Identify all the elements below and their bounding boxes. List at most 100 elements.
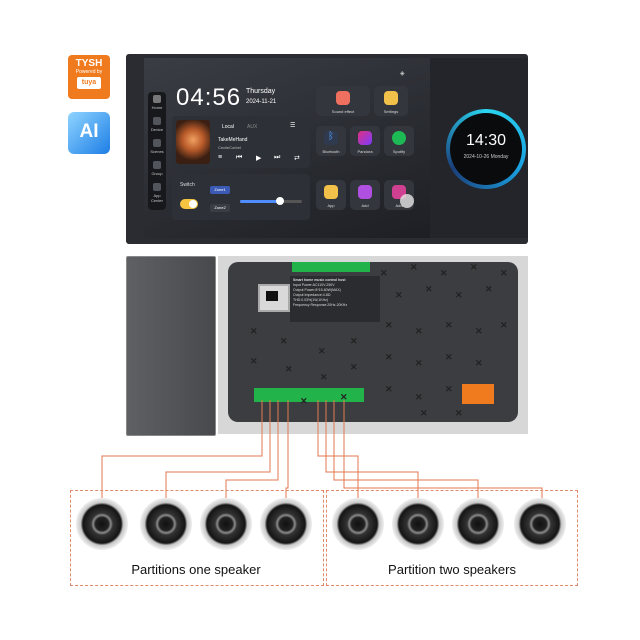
spec-line: THD:0.03%(1W,1KHz)	[293, 298, 329, 302]
vent-x-mark: ✕	[445, 384, 453, 394]
speaker-wire	[325, 400, 419, 500]
vent-x-mark: ✕	[455, 408, 463, 418]
track-title: TakeMeHand	[218, 137, 248, 143]
source-tab-local[interactable]: Local	[222, 124, 234, 130]
partition-two-zone	[326, 490, 578, 586]
track-artist: CecileCorbel	[218, 145, 241, 150]
tile-add-1[interactable]: Add	[350, 180, 380, 210]
ceiling-speaker	[260, 498, 312, 550]
tysh-tuya-badge: TYSH Powered by tuya	[68, 55, 110, 99]
vent-x-mark: ✕	[475, 326, 483, 336]
bluetooth-icon: ᛒ	[324, 131, 338, 145]
vent-x-mark: ✕	[500, 320, 508, 330]
tile-pandora-label: Pandora	[357, 149, 373, 154]
partition-one-zone	[70, 490, 324, 586]
assistive-touch-button[interactable]	[400, 194, 414, 208]
vent-x-mark: ✕	[385, 384, 393, 394]
wall-clock-weekday: Monday	[490, 154, 509, 160]
zone2-button[interactable]: Zone2	[210, 204, 230, 212]
ceiling-speaker	[392, 498, 444, 550]
tile-settings-label: Settings	[383, 109, 399, 114]
next-icon[interactable]: ⏭	[274, 154, 281, 161]
sidebar-item-group[interactable]: Group	[151, 171, 163, 176]
badge-platform: tuya	[77, 77, 101, 89]
clock-face	[450, 113, 522, 185]
ai-badge: AI	[68, 112, 110, 154]
ceiling-speaker	[200, 498, 252, 550]
spec-line: Output Impedance:4-8Ω	[293, 293, 331, 297]
sidebar-item-app-center[interactable]: App Center	[150, 193, 163, 203]
app-icon	[324, 185, 338, 199]
playlist-icon[interactable]: ≡	[218, 154, 223, 161]
vent-x-mark: ✕	[425, 284, 433, 294]
vent-x-mark: ✕	[350, 336, 358, 346]
zone1-button[interactable]: Zone1	[210, 186, 230, 194]
speaker-wire	[343, 400, 543, 500]
tile-pandora[interactable]: Pandora	[350, 126, 380, 156]
wall-clock-time: 14:30	[465, 132, 507, 149]
app-center-icon[interactable]	[153, 183, 161, 191]
add-icon	[358, 185, 372, 199]
wall-clock-date: 2024-10-26 Monday	[450, 154, 522, 160]
ceiling-speaker	[76, 498, 128, 550]
vent-x-mark: ✕	[350, 362, 358, 372]
vent-x-mark: ✕	[410, 262, 418, 272]
tile-app[interactable]: App	[316, 180, 346, 210]
spec-title: Smart home music control host	[293, 278, 346, 282]
wall-clock-date-text: 2024-10-26	[463, 154, 490, 160]
volume-slider-fill	[240, 200, 280, 203]
vent-x-mark: ✕	[420, 408, 428, 418]
ceiling-speaker	[332, 498, 384, 550]
sound-effect-icon	[336, 91, 350, 105]
vent-x-mark: ✕	[440, 268, 448, 278]
vent-x-mark: ✕	[280, 336, 288, 346]
tile-bluetooth[interactable]: ᛒ Bluetooth	[316, 126, 346, 156]
vent-x-mark: ✕	[320, 372, 328, 382]
sidebar-item-device[interactable]: Device	[150, 127, 164, 132]
vent-x-mark: ✕	[385, 320, 393, 330]
ceiling-speaker	[140, 498, 192, 550]
vent-x-mark: ✕	[415, 358, 423, 368]
power-toggle[interactable]	[180, 199, 198, 209]
scenes-icon[interactable]	[153, 139, 161, 147]
tile-settings[interactable]: Settings	[374, 86, 408, 116]
vent-x-mark: ✕	[318, 346, 326, 356]
ethernet-port	[258, 284, 290, 312]
screen-date: 2024-11-21	[246, 99, 277, 105]
zone-switch-card	[172, 174, 310, 220]
device-icon[interactable]	[153, 117, 161, 125]
tile-add-2-label: Add	[395, 203, 403, 208]
volume-slider-knob[interactable]	[276, 197, 284, 205]
vent-x-mark: ✕	[395, 290, 403, 300]
vent-x-mark: ✕	[445, 320, 453, 330]
vent-x-mark: ✕	[285, 364, 293, 374]
speaker-wire	[333, 400, 479, 500]
home-icon[interactable]	[153, 95, 161, 103]
speaker-wire	[165, 400, 271, 500]
tile-sound-effect[interactable]: Sound effect	[316, 86, 370, 116]
previous-icon[interactable]: ⏮	[236, 154, 243, 161]
vent-x-mark: ✕	[340, 392, 348, 402]
play-icon[interactable]: ▶	[256, 155, 262, 162]
repeat-icon[interactable]: ⇄	[294, 155, 300, 162]
vent-x-mark: ✕	[475, 358, 483, 368]
spec-label: Smart home music control host Input Powe…	[290, 276, 380, 322]
vent-x-mark: ✕	[470, 262, 478, 272]
music-menu-icon[interactable]: ☰	[290, 123, 296, 129]
source-tab-aux[interactable]: AUX	[247, 124, 258, 130]
vent-x-mark: ✕	[415, 392, 423, 402]
album-art	[176, 120, 210, 164]
badge-powered: Powered by	[75, 69, 103, 75]
vent-x-mark: ✕	[485, 284, 493, 294]
tile-app-label: App	[327, 203, 335, 208]
ai-badge-text: AI	[79, 121, 99, 142]
sidebar-item-scenes[interactable]: Scenes	[150, 149, 164, 154]
ceiling-speaker	[514, 498, 566, 550]
group-icon[interactable]	[153, 161, 161, 169]
tile-spotify[interactable]: Spotify	[384, 126, 414, 156]
sidebar-item-home[interactable]: Home	[151, 105, 163, 110]
power-terminal-block	[462, 384, 494, 404]
screen-sidebar: Home Device Scenes Group App Center	[148, 92, 166, 210]
settings-icon	[384, 91, 398, 105]
speaker-terminal-block	[254, 388, 364, 402]
